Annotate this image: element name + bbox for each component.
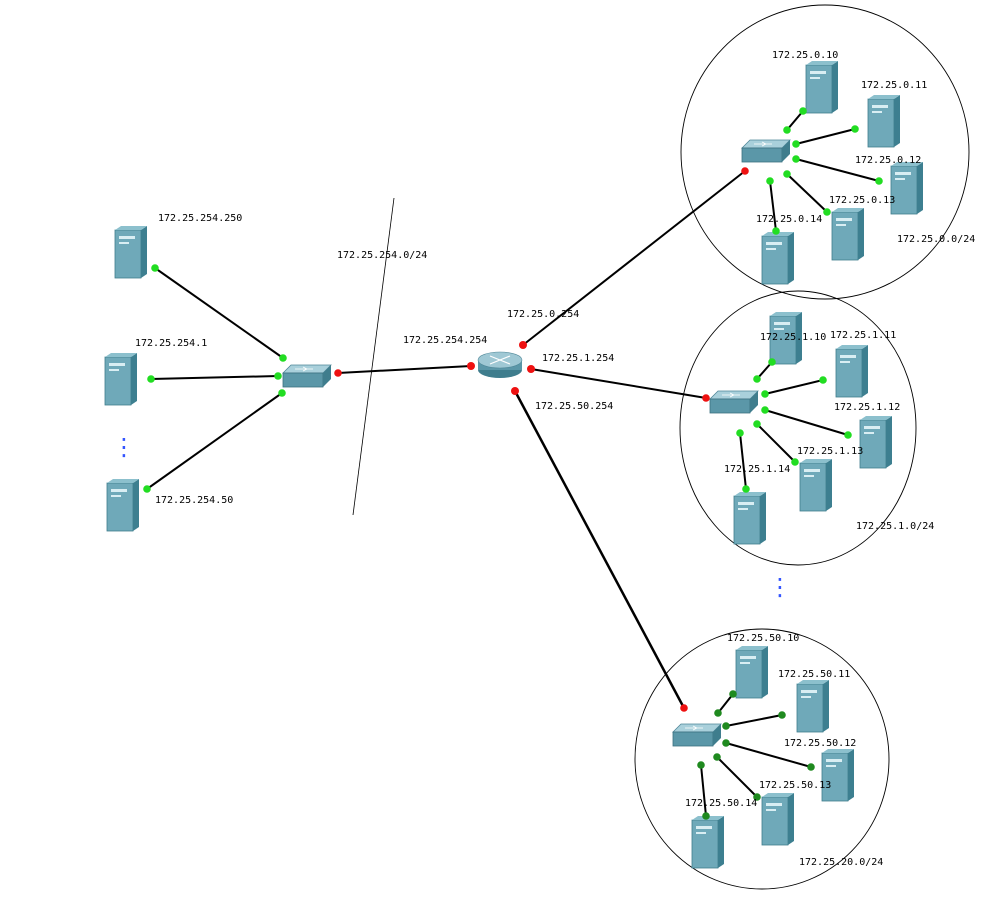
subnet-1: 172.25.1.10 172.25.1.11 172.25.1.12 172.…	[679, 290, 934, 601]
server-icon[interactable]	[106, 478, 140, 532]
server-icon[interactable]	[796, 679, 830, 733]
host-label: 172.25.0.12	[855, 155, 921, 166]
server-icon[interactable]	[799, 458, 833, 512]
host-label: 172.25.1.13	[797, 446, 863, 457]
router: 172.25.254.254 172.25.0.254 172.25.1.254…	[403, 170, 746, 709]
server-icon[interactable]	[691, 815, 725, 869]
network-label: 172.25.20.0/24	[799, 857, 883, 868]
router-if-label: 172.25.254.254	[403, 335, 487, 346]
ellipsis: ⋮	[768, 573, 792, 601]
host-label: 172.25.0.13	[829, 195, 895, 206]
server-icon[interactable]	[761, 792, 795, 846]
network-label: 172.25.0.0/24	[897, 234, 975, 245]
server-icon[interactable]	[835, 344, 869, 398]
server-icon[interactable]	[733, 491, 767, 545]
host-label: 172.25.50.12	[784, 738, 856, 749]
server-icon[interactable]	[805, 60, 839, 114]
server-icon[interactable]	[104, 352, 138, 406]
host-label: 172.25.0.11	[861, 80, 927, 91]
host-label: 172.25.0.14	[756, 214, 822, 225]
host-label: 172.25.0.10	[772, 50, 838, 61]
host-label: 172.25.254.250	[158, 213, 242, 224]
host-label: 172.25.1.14	[724, 464, 790, 475]
router-if-label: 172.25.0.254	[507, 309, 579, 320]
host-label: 172.25.1.10	[760, 332, 826, 343]
switch-icon[interactable]	[741, 139, 791, 163]
switch-icon[interactable]	[672, 723, 722, 747]
host-label: 172.25.254.50	[155, 495, 233, 506]
host-label: 172.25.254.1	[135, 338, 207, 349]
server-icon[interactable]	[114, 225, 148, 279]
server-icon[interactable]	[859, 415, 893, 469]
left-lan: 172.25.254.0/24 172.25.254.250 172.25.25…	[104, 197, 472, 532]
host-label: 172.25.50.14	[685, 798, 757, 809]
switch-icon[interactable]	[282, 364, 332, 388]
host-label: 172.25.50.10	[727, 633, 799, 644]
separator-line	[352, 197, 395, 516]
host-label: 172.25.50.11	[778, 669, 850, 680]
subnet-0: 172.25.0.10 172.25.0.11 172.25.0.12 172.…	[680, 4, 975, 300]
ellipsis: ⋮	[112, 433, 136, 461]
subnet-50: 172.25.50.10 172.25.50.11 172.25.50.12 1…	[634, 628, 890, 890]
router-icon[interactable]	[477, 351, 523, 378]
left-network-label: 172.25.254.0/24	[337, 250, 427, 261]
switch-icon[interactable]	[709, 390, 759, 414]
server-icon[interactable]	[831, 207, 865, 261]
router-if-label: 172.25.1.254	[542, 353, 614, 364]
host-label: 172.25.1.11	[830, 330, 896, 341]
server-icon[interactable]	[821, 748, 855, 802]
router-if-label: 172.25.50.254	[535, 401, 613, 412]
host-label: 172.25.50.13	[759, 780, 831, 791]
server-icon[interactable]	[761, 231, 795, 285]
host-label: 172.25.1.12	[834, 402, 900, 413]
server-icon[interactable]	[890, 161, 924, 215]
server-icon[interactable]	[735, 645, 769, 699]
server-icon[interactable]	[867, 94, 901, 148]
network-label: 172.25.1.0/24	[856, 521, 934, 532]
